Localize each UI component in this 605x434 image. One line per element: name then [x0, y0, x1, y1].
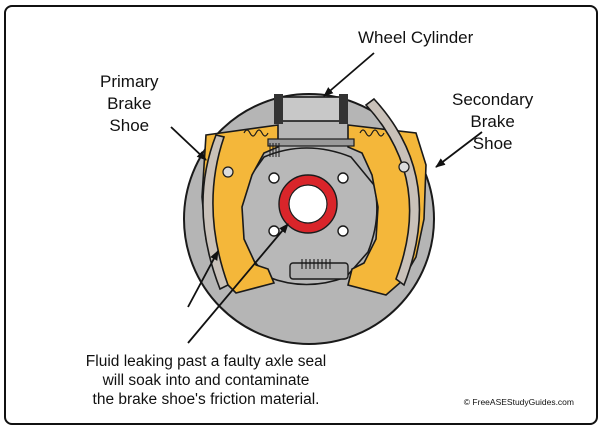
label-primary-line-3: Shoe [109, 116, 150, 135]
wheel-studs [268, 172, 349, 237]
label-secondary-brake-shoe: Secondary Brake Shoe [452, 89, 533, 155]
label-wheel-cylinder: Wheel Cylinder [358, 28, 474, 47]
arrow-lining [187, 250, 219, 308]
arrow-secondary-shoe [435, 131, 483, 168]
adjuster-teeth [269, 143, 280, 157]
drum-brake-diagram [170, 52, 483, 345]
copyright-credit: © FreeASEStudyGuides.com [463, 397, 574, 407]
arrow-seal [187, 223, 289, 344]
hold-down-pins [222, 161, 410, 178]
axle-seal [279, 175, 337, 233]
label-secondary-line-1: Secondary [452, 90, 534, 109]
secondary-shoe-lining [364, 97, 421, 287]
caption-line-1: Fluid leaking past a faulty axle seal [85, 353, 327, 370]
diagram-frame: Wheel Cylinder Primary Brake Shoe Second… [4, 5, 598, 425]
caption-line-3: the brake shoe's friction material. [92, 391, 320, 408]
adjuster-strut [267, 138, 355, 147]
axle-bore [288, 184, 328, 224]
lower-adjuster [289, 259, 349, 280]
label-secondary-line-2: Brake [470, 112, 515, 131]
arrow-wheel-cylinder [323, 52, 375, 97]
label-primary-line-1: Primary [100, 72, 159, 91]
label-primary-brake-shoe: Primary Brake Shoe [100, 71, 159, 137]
axle-seal-outline [278, 174, 338, 234]
caption-line-2: will soak into and contaminate [102, 372, 310, 389]
label-secondary-line-3: Shoe [472, 134, 513, 153]
primary-shoe-lining [202, 134, 229, 291]
wheel-cylinder [274, 94, 348, 124]
upper-return-springs [243, 129, 385, 137]
arrow-primary-shoe [170, 126, 207, 161]
label-primary-line-2: Brake [107, 94, 152, 113]
seal-leak-caption: Fluid leaking past a faulty axle seal wi… [46, 352, 366, 409]
